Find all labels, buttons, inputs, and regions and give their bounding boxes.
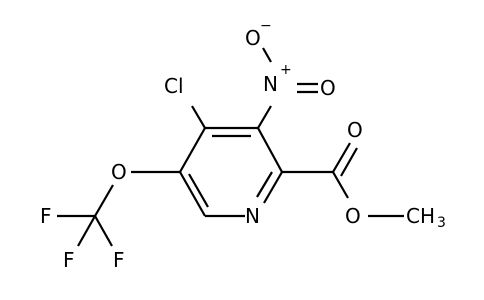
bond-c4-cl xyxy=(191,105,206,129)
atom-charge-nitro-nitrogen: + xyxy=(280,62,292,78)
atom-label-nitro-oxygen-top: O xyxy=(245,26,261,50)
bond-ester-c-o-double-2 xyxy=(340,147,358,177)
atom-label-nitro-nitrogen: N xyxy=(263,72,278,96)
bond-c3-c2 xyxy=(257,127,283,173)
bond-c3-nitro-n xyxy=(257,105,272,129)
atom-label-fluorine-right: F xyxy=(113,248,125,272)
atom-subscript-methyl: 3 xyxy=(437,215,446,231)
bond-c6-c5-inner xyxy=(188,173,209,208)
bond-c2-n xyxy=(263,171,283,204)
bond-c2-n-inner xyxy=(256,171,273,198)
bond-nitro-n-o-top xyxy=(262,47,272,63)
atom-label-chlorine: Cl xyxy=(164,74,184,98)
bond-c5-c4 xyxy=(179,127,206,173)
atom-charge-nitro-oxygen-top: − xyxy=(260,18,272,34)
bond-cf3-f-right xyxy=(94,215,113,247)
pyridine-ring xyxy=(179,126,283,218)
atom-label-methyl-carbon: CH xyxy=(406,204,435,228)
bond-cf3-f-left xyxy=(77,215,96,247)
bond-ester-c-o-double xyxy=(332,142,351,173)
atom-label-ester-carbonyl-oxygen: O xyxy=(347,118,363,142)
atom-label-ester-single-oxygen: O xyxy=(345,204,361,228)
atom-label-ring-nitrogen: N xyxy=(245,204,260,228)
bond-ether-o-cf3 xyxy=(94,184,114,217)
atom-label-fluorine-top: F xyxy=(40,204,52,228)
bond-c6-c5 xyxy=(179,171,206,217)
atom-label-fluorine-left: F xyxy=(63,248,75,272)
bond-ester-c-o-single xyxy=(332,171,349,199)
atom-label-ether-oxygen: O xyxy=(111,160,127,184)
atom-label-nitro-oxygen-double: O xyxy=(320,76,336,100)
